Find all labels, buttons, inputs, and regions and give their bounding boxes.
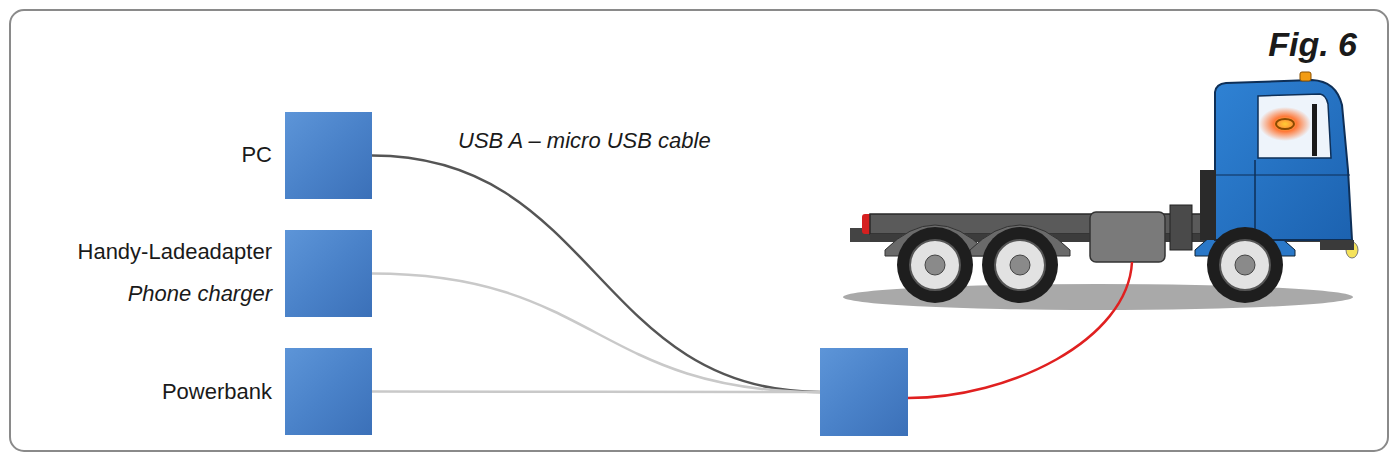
cable-label: USB A – micro USB cable — [455, 128, 714, 154]
steps — [1200, 170, 1216, 240]
cab-line — [1215, 175, 1350, 176]
device-label: Phone charger — [128, 282, 272, 306]
heater-symbol — [1276, 119, 1294, 129]
device-label: PC — [241, 143, 272, 167]
wheel — [1207, 227, 1283, 303]
device-box — [820, 348, 908, 436]
fuel-tank — [1090, 212, 1165, 262]
usb-cable — [372, 390, 820, 393]
battery-box — [1170, 205, 1192, 250]
device-label: Powerbank — [162, 380, 272, 404]
truck — [850, 72, 1358, 303]
device-box: Handy-LadeadapterPhone charger — [285, 230, 372, 317]
mirror — [1312, 104, 1317, 156]
usb-cable — [372, 274, 820, 393]
door-line — [1254, 160, 1256, 238]
heater-glow — [1259, 107, 1311, 141]
device-label: Handy-Ladeadapter — [78, 240, 272, 264]
frame — [10, 10, 1388, 451]
device-box: PC — [285, 112, 372, 199]
power-wire — [908, 262, 1132, 398]
beacon — [1300, 72, 1311, 81]
cab-window — [1258, 94, 1331, 158]
wheel — [982, 227, 1058, 303]
usb-cable — [372, 156, 820, 393]
device-box: Powerbank — [285, 348, 372, 435]
front-bumper — [1320, 240, 1354, 250]
wheel — [897, 227, 973, 303]
cab — [1215, 80, 1352, 240]
figure-number: Fig. 6 — [1268, 25, 1357, 64]
